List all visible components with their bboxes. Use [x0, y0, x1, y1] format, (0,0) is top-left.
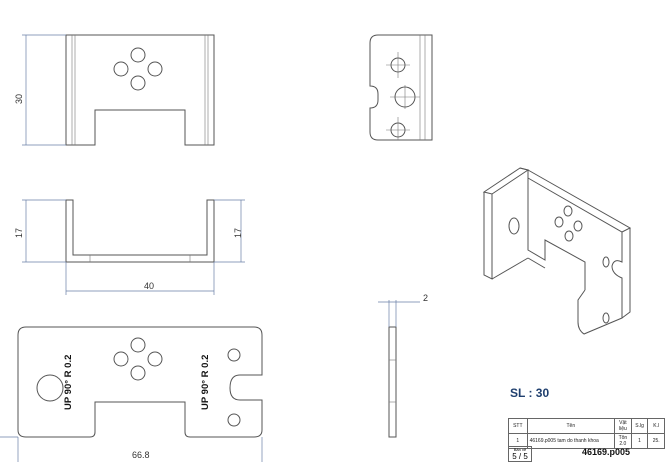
table-row: 1 46169.p005 tam do thanh khoa Tôn 2.0 1… [508, 433, 665, 449]
dim-side-width: 40 [144, 281, 154, 291]
sheet-number: 5 / 5 [512, 452, 528, 461]
header-stt: STT [508, 418, 528, 434]
top-view [369, 34, 433, 141]
front-view [22, 34, 215, 146]
dim-thickness: 2 [423, 293, 428, 303]
sheet-label: Bản vẽ [513, 447, 527, 452]
cell-name: 46169.p005 tam do thanh khoa [526, 433, 616, 449]
title-block-header: STT Tên Vật liệu S.lg K.l [508, 418, 665, 434]
drawing-code: 46169.p005 [582, 447, 631, 457]
header-name: Tên [526, 418, 616, 434]
flat-pattern [0, 326, 263, 462]
thickness-view [378, 300, 420, 438]
bend-note-left: UP 90° R 0.2 [63, 355, 74, 410]
quantity-label: SL : 30 [510, 386, 549, 400]
title-block: STT Tên Vật liệu S.lg K.l 1 46169.p005 t… [508, 418, 665, 449]
cell-stt: 1 [508, 433, 528, 449]
header-qty: S.lg [630, 418, 649, 434]
dim-side-left: 17 [14, 228, 24, 238]
cell-qty: 1 [630, 433, 649, 449]
isometric-view [482, 167, 632, 335]
header-weight: K.l [647, 418, 665, 434]
bend-note-right: UP 90° R 0.2 [200, 355, 211, 410]
dim-side-right: 17 [233, 228, 243, 238]
dim-front-height: 30 [14, 94, 24, 104]
dim-flat-length: 66.8 [132, 450, 150, 460]
header-material: Vật liệu [614, 418, 632, 434]
cell-weight: 25. [647, 433, 665, 449]
side-view [22, 199, 245, 295]
sheet-box: Bản vẽ 5 / 5 [508, 446, 532, 462]
